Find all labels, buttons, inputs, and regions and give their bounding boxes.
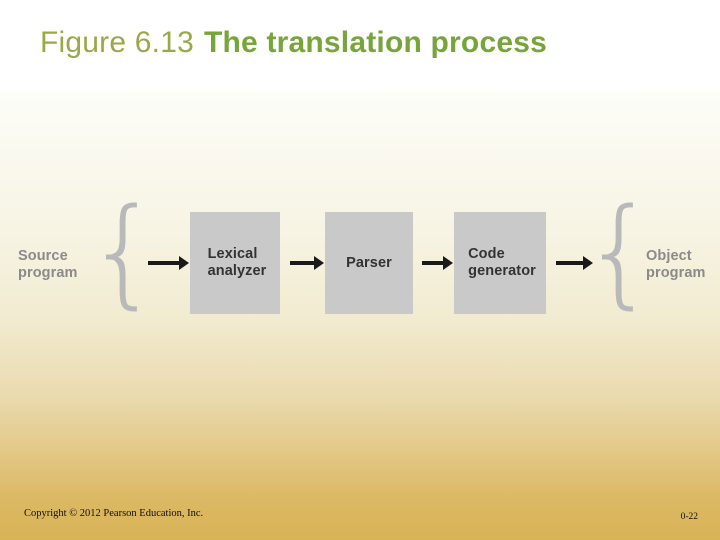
left-brace-icon: { <box>86 182 162 320</box>
box-code-generator: Code generator <box>454 212 546 314</box>
box-code-generator-label: Code generator <box>468 246 536 279</box>
source-program-label: Source program <box>18 248 78 281</box>
box-lexical-analyzer: Lexical analyzer <box>190 212 280 314</box>
object-program-label: Object program <box>646 248 706 281</box>
title-text: The translation process <box>203 26 547 59</box>
translation-process-diagram: { Source program Lexical analyzer Parser… <box>10 192 710 338</box>
right-brace-icon: { <box>582 182 658 320</box>
arrow-lexical-to-parser-icon <box>290 256 324 270</box>
box-parser-label: Parser <box>346 254 392 271</box>
page-number: 0-22 <box>680 512 698 522</box>
copyright-notice: Copyright © 2012 Pearson Education, Inc. <box>24 508 204 519</box>
arrow-codegen-to-object-icon <box>556 256 593 270</box>
box-lexical-analyzer-label: Lexical analyzer <box>207 246 267 279</box>
box-parser: Parser <box>325 212 413 314</box>
page-title: Figure 6.13 The translation process <box>40 26 700 78</box>
arrow-parser-to-codegen-icon <box>422 256 453 270</box>
title-figure-number: Figure 6.13 <box>40 26 194 59</box>
arrow-source-to-lexical-icon <box>148 256 189 270</box>
